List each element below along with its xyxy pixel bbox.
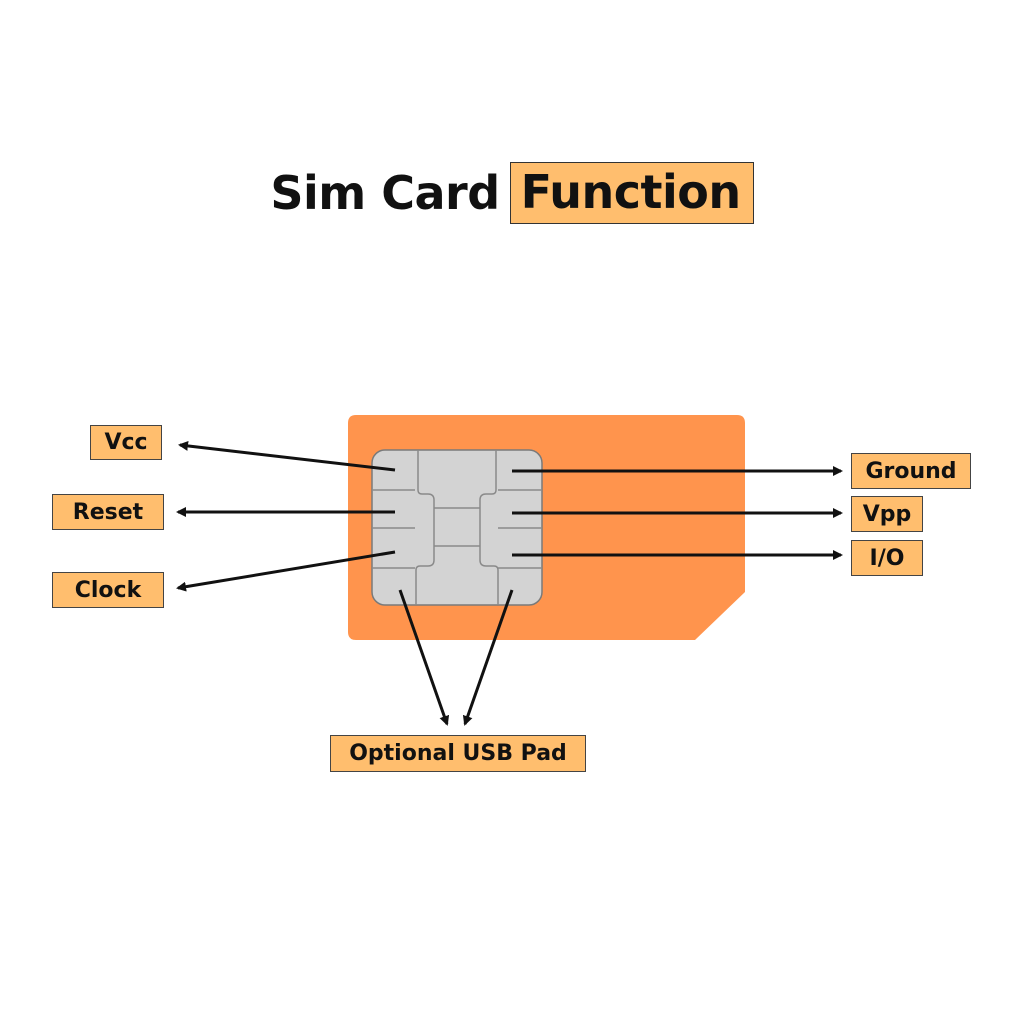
title-plain: Sim Card [270, 166, 500, 220]
page-title: Sim Card Function [0, 162, 1024, 224]
arrow-usb-right [462, 589, 514, 726]
chip-contact-line [415, 450, 435, 605]
label-vpp: Vpp [851, 496, 923, 532]
label-ground: Ground [851, 453, 971, 489]
label-io: I/O [851, 540, 923, 576]
label-vcc: Vcc [90, 425, 162, 460]
title-highlight: Function [509, 162, 754, 224]
label-clock: Clock [52, 572, 164, 608]
label-reset: Reset [52, 494, 164, 530]
sim-chip [371, 449, 543, 606]
chip-contact-line [479, 450, 499, 605]
label-usb: Optional USB Pad [330, 735, 586, 772]
arrow-vcc [178, 440, 396, 472]
arrow-clock [176, 550, 396, 592]
arrow-usb-left [398, 589, 450, 726]
